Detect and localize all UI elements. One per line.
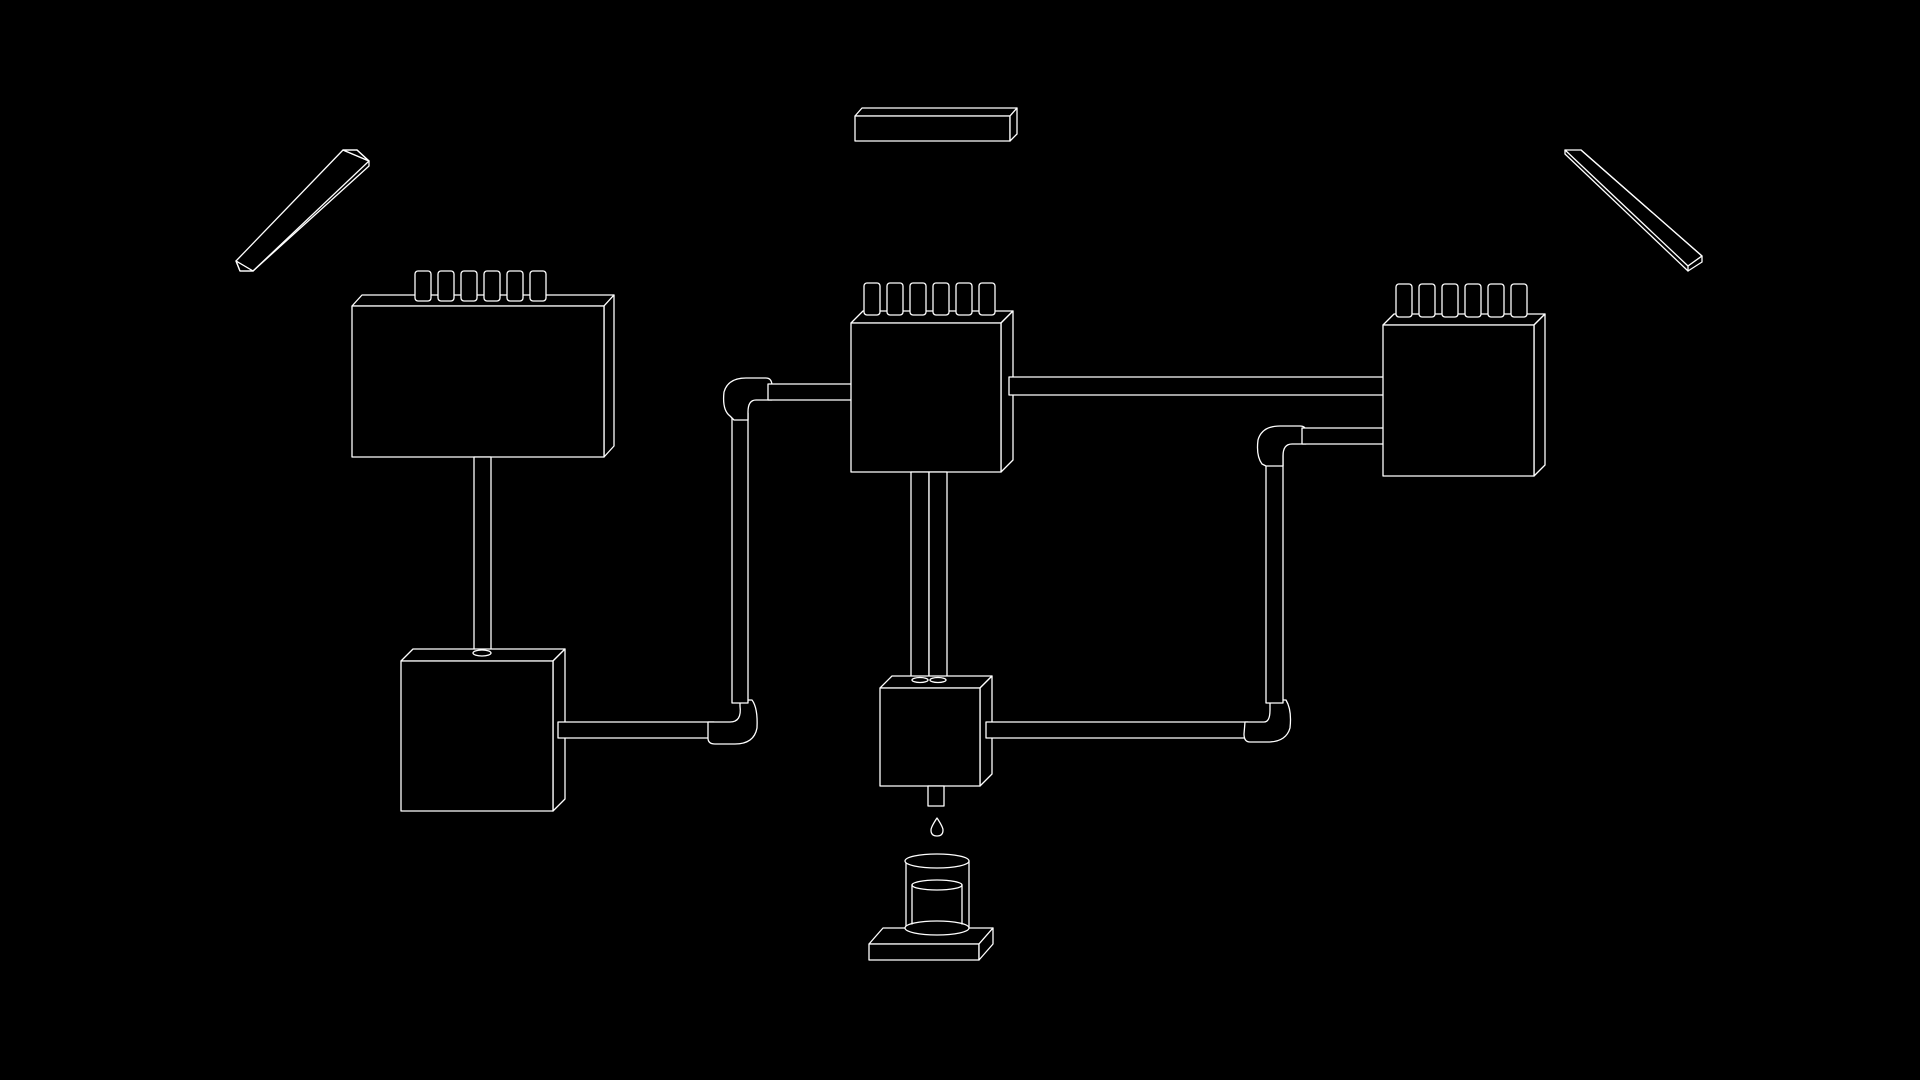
pipe-left-riser	[731, 412, 749, 704]
pipe-center-lower-horizontal	[985, 721, 1249, 739]
machine-left-lower	[400, 648, 566, 812]
machine-center-lower	[879, 675, 993, 807]
machine-right-upper	[1382, 283, 1546, 477]
elbow-upper-right	[1256, 425, 1307, 467]
tube-row-left	[414, 270, 547, 302]
tube-row-center	[863, 282, 996, 316]
pipe-to-right-machine	[1301, 427, 1387, 445]
nozzle	[927, 785, 945, 807]
pipe-right-riser	[1265, 452, 1284, 704]
pipe-left-horizontal	[557, 721, 715, 739]
panel-top-right	[1564, 149, 1703, 272]
machine-left-upper	[351, 270, 615, 458]
drop	[930, 817, 944, 837]
machine-center-upper	[850, 282, 1014, 473]
panel-top-center	[854, 107, 1018, 142]
pipe-center-twin	[910, 471, 948, 681]
elbow-upper-left	[722, 377, 773, 421]
cup	[868, 853, 994, 961]
elbow-lower-right	[1243, 699, 1292, 743]
panel-top-left	[235, 149, 370, 272]
pipe-to-center	[767, 383, 853, 401]
tube-row-right	[1395, 283, 1528, 318]
elbow-lower-left	[707, 699, 758, 745]
pipe-center-to-right	[1008, 376, 1385, 396]
pipe-left-vertical	[473, 456, 492, 656]
